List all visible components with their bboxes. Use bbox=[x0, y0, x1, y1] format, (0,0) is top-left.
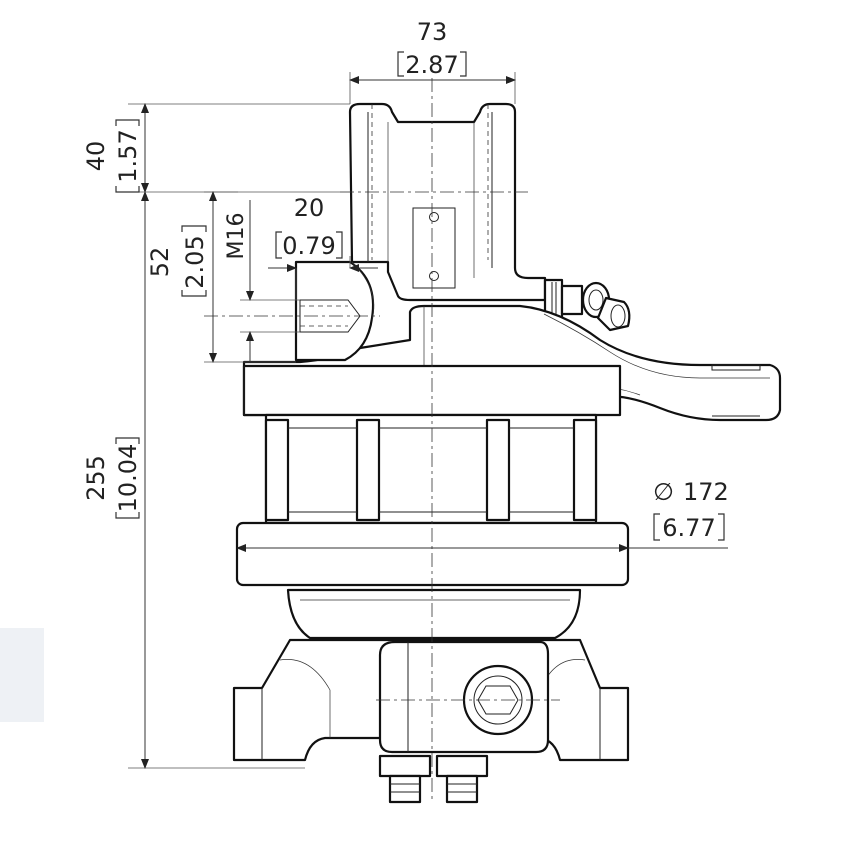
dim-thread-offset-mm: 20 bbox=[294, 194, 325, 222]
background-artifact bbox=[0, 628, 44, 722]
dim-diameter-in: 6.77 bbox=[662, 514, 715, 542]
dim-overall-height-in: 10.04 bbox=[114, 444, 142, 513]
dim-thread-height-mm: 52 bbox=[146, 247, 174, 278]
dim-diameter-symbol: ∅ bbox=[653, 478, 674, 506]
dim-width-top-mm: 73 bbox=[417, 18, 448, 46]
dim-diameter: ∅ 172 6.77 bbox=[236, 478, 729, 552]
dim-width-top-in: 2.87 bbox=[405, 51, 458, 79]
dim-eye-height: 40 1.57 bbox=[82, 103, 350, 193]
dim-eye-height-mm: 40 bbox=[82, 141, 110, 172]
dim-width-top: 73 2.87 bbox=[349, 18, 516, 104]
dim-thread-offset: 20 0.79 bbox=[268, 194, 378, 300]
dim-thread-offset-in: 0.79 bbox=[282, 232, 335, 260]
bottom-fittings bbox=[378, 754, 489, 804]
dim-thread-size-label: M16 bbox=[224, 213, 249, 260]
dim-thread-size: M16 bbox=[224, 200, 300, 362]
dim-overall-height-mm: 255 bbox=[82, 455, 110, 501]
dim-diameter-mm: 172 bbox=[683, 478, 729, 506]
dim-thread-height-in: 2.05 bbox=[181, 235, 209, 288]
dim-overall-height: 255 10.04 bbox=[82, 191, 305, 769]
dim-thread-height: 52 2.05 bbox=[146, 191, 296, 363]
dim-eye-height-in: 1.57 bbox=[114, 129, 142, 182]
